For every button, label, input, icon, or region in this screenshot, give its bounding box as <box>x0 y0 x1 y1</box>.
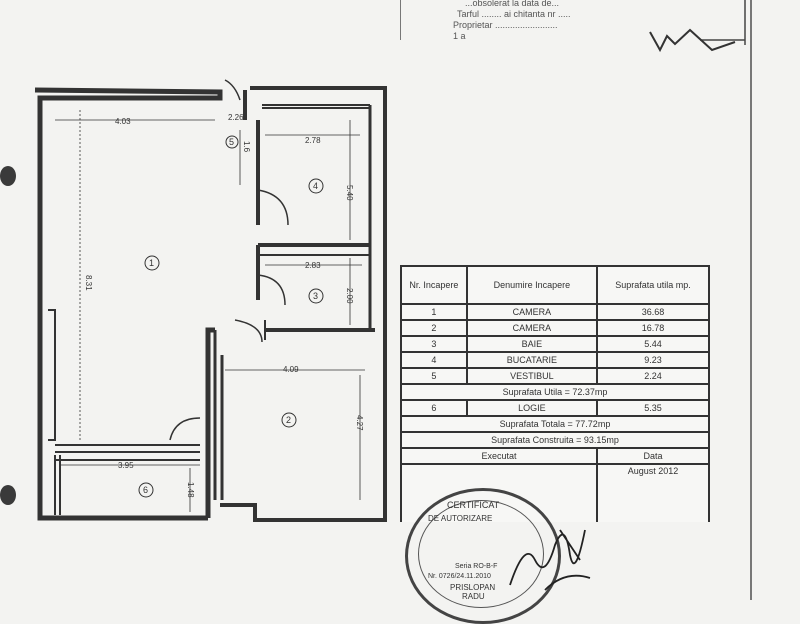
room-number: 4 <box>313 181 318 191</box>
table-row: 2 CAMERA 16.78 <box>400 319 710 337</box>
room-number: 1 <box>149 258 154 268</box>
table-row: 3 BAIE 5.44 <box>400 335 710 353</box>
room-number: 6 <box>143 485 148 495</box>
row-area: 2.24 <box>596 367 710 385</box>
room-number: 5 <box>229 137 234 147</box>
dim-label: 2.00 <box>345 288 354 304</box>
row-area: 5.35 <box>596 399 710 417</box>
util-total: Suprafata Utila = 72.37mp <box>400 383 710 401</box>
row-name: LOGIE <box>465 399 599 417</box>
header-line-1: ...obsolerat la data de... <box>465 0 560 8</box>
header-line-3: Proprietar ......................... <box>453 20 558 30</box>
date-value: August 2012 <box>596 463 710 522</box>
col-area-header: Suprafata utila mp. <box>596 265 710 305</box>
table-row: Executat Data <box>399 447 710 465</box>
header-divider <box>400 0 401 40</box>
table-row: 5 VESTIBUL 2.24 <box>400 367 710 385</box>
dim-label: 4.03 <box>115 117 131 126</box>
executed-label: Executat <box>399 447 599 465</box>
dim-label: 2.78 <box>305 136 321 145</box>
row-name: CAMERA <box>465 303 599 321</box>
row-name: BAIE <box>465 335 599 353</box>
floor-plan-document: ...obsolerat la data de... Tarful ......… <box>0 0 752 624</box>
row-area: 5.44 <box>596 335 710 353</box>
table-row: 4 BUCATARIE 9.23 <box>400 351 710 369</box>
dim-label: 2.26 <box>228 113 244 122</box>
punch-hole <box>0 166 16 186</box>
dim-label: 8.31 <box>84 275 93 291</box>
dim-label: 5.40 <box>345 185 354 201</box>
dim-label: 4.09 <box>283 365 299 374</box>
dim-label: 1.6 <box>242 141 251 153</box>
row-nr: 2 <box>400 319 468 337</box>
row-nr: 3 <box>400 335 468 353</box>
room-markers <box>138 135 324 498</box>
stamp-text: CERTIFICAT <box>447 500 500 510</box>
dim-label: 4.27 <box>355 415 364 431</box>
margin-line <box>750 0 752 600</box>
table-row: Suprafata Totala = 77.72mp <box>400 415 710 433</box>
room-number: 2 <box>286 415 291 425</box>
row-area: 36.68 <box>596 303 710 321</box>
row-name: CAMERA <box>465 319 599 337</box>
row-nr: 1 <box>400 303 468 321</box>
floor-plan: 4.03 2.78 5.40 8.31 2.83 2.00 4.09 4.27 … <box>34 0 746 522</box>
stamp-text: PRISLOPAN <box>450 583 496 592</box>
built-area: Suprafata Construita = 93.15mp <box>400 431 710 449</box>
room-number: 3 <box>313 291 318 301</box>
col-name-header: Denumire Incapere <box>465 265 599 305</box>
col-nr-header: Nr. Incapere <box>400 265 468 305</box>
row-name: BUCATARIE <box>465 351 599 369</box>
area-table: Nr. Incapere Denumire Incapere Suprafata… <box>399 265 710 522</box>
row-nr: 4 <box>400 351 468 369</box>
table-header-row: Nr. Incapere Denumire Incapere Suprafata… <box>400 265 710 305</box>
dim-label: 2.83 <box>305 261 321 270</box>
table-row: 1 CAMERA 36.68 <box>400 303 710 321</box>
dimension-labels: 4.03 2.78 5.40 8.31 2.83 2.00 4.09 4.27 … <box>84 113 364 498</box>
table-row: Suprafata Construita = 93.15mp <box>400 431 710 449</box>
row-nr: 6 <box>400 399 468 417</box>
stamp-text: Seria RO-B-F <box>455 563 498 570</box>
stamp-text: DE AUTORIZARE <box>428 514 493 523</box>
stamp-text: Nr. 0726/24.11.2010 <box>428 573 491 580</box>
stamp-text: RADU <box>462 592 485 601</box>
signature <box>509 529 591 591</box>
header-line-2: Tarful ........ ai chitanta nr ..... <box>457 9 571 19</box>
row-area: 9.23 <box>596 351 710 369</box>
header-line-4: 1 a <box>453 31 466 41</box>
table-row: 6 LOGIE 5.35 <box>400 399 710 417</box>
date-label: Data <box>596 447 710 465</box>
row-area: 16.78 <box>596 319 710 337</box>
total-area: Suprafata Totala = 77.72mp <box>400 415 710 433</box>
dim-label: 1.48 <box>186 482 195 498</box>
punch-hole <box>0 485 16 505</box>
dim-label: 3.95 <box>118 461 134 470</box>
row-nr: 5 <box>400 367 468 385</box>
table-row: Suprafata Utila = 72.37mp <box>400 383 710 401</box>
row-name: VESTIBUL <box>465 367 599 385</box>
